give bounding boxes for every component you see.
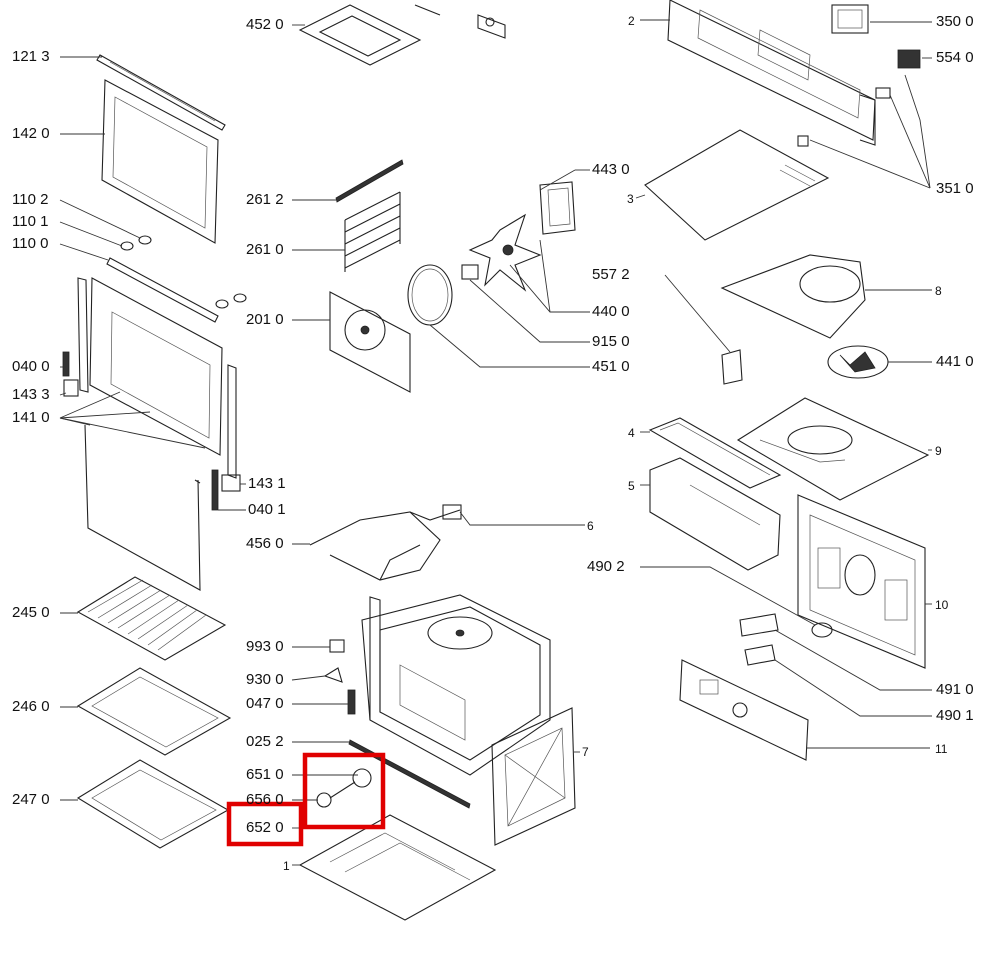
- highlight-part-number-6520: [226, 801, 304, 847]
- part-label-6: 6: [587, 519, 594, 533]
- part-label-1213: 121 3: [12, 48, 50, 65]
- right-hinge-part: [211, 469, 241, 511]
- outer-glass-part: [101, 79, 219, 244]
- part-label-8: 8: [935, 284, 942, 298]
- baking-tray-part: [76, 667, 232, 756]
- part-label-1102: 110 2: [12, 191, 49, 208]
- part-label-4400: 440 0: [592, 303, 630, 320]
- part-label-0470: 047 0: [246, 695, 284, 712]
- relay-part: [897, 49, 921, 69]
- part-label-3: 3: [627, 192, 634, 206]
- part-label-2: 2: [628, 14, 635, 28]
- part-label-6560: 656 0: [246, 791, 284, 808]
- part-label-5: 5: [628, 479, 635, 493]
- part-label-0400: 040 0: [12, 358, 50, 375]
- part-label-1410: 141 0: [12, 409, 50, 426]
- part-label-1: 1: [283, 859, 290, 873]
- wire-rack-part: [76, 576, 227, 661]
- thermostat-part: [477, 14, 506, 39]
- part-label-9930: 993 0: [246, 638, 284, 655]
- clip-part: [721, 349, 743, 385]
- part-label-2460: 246 0: [12, 698, 50, 715]
- part-label-1100: 110 0: [12, 235, 49, 252]
- fascia-panel-part: [679, 659, 809, 761]
- part-label-2610: 261 0: [246, 241, 284, 258]
- oven-cavity-part: [361, 594, 551, 776]
- part-label-4: 4: [628, 426, 635, 440]
- small-fittings-part: [323, 639, 471, 809]
- part-label-0252: 025 2: [246, 733, 284, 750]
- top-cover-part: [644, 129, 830, 241]
- part-label-4902: 490 2: [587, 558, 625, 575]
- washers-part: [120, 235, 247, 309]
- deep-tray-part: [76, 759, 230, 849]
- part-label-2470: 247 0: [12, 791, 50, 808]
- part-label-4901: 490 1: [936, 707, 974, 724]
- highlight-knob-group: [302, 752, 386, 830]
- part-label-4510: 451 0: [592, 358, 630, 375]
- part-label-11: 11: [935, 742, 948, 756]
- wiring-harness-part: [309, 504, 462, 581]
- part-label-4410: 441 0: [936, 353, 974, 370]
- rail-part: [335, 159, 404, 203]
- part-label-9150: 915 0: [592, 333, 630, 350]
- hinge-part: [62, 351, 79, 397]
- part-label-3500: 350 0: [936, 13, 974, 30]
- part-label-3510: 351 0: [936, 180, 974, 197]
- top-control-housing-part: [667, 0, 876, 146]
- base-plate-part: [736, 397, 930, 501]
- part-label-6510: 651 0: [246, 766, 284, 783]
- part-label-0401: 040 1: [248, 501, 286, 518]
- electronic-module-part: [831, 4, 869, 34]
- part-label-4430: 443 0: [592, 161, 630, 178]
- part-label-9: 9: [935, 444, 942, 458]
- fan-motor-part: [539, 181, 576, 235]
- switch-parts: [739, 613, 779, 666]
- part-label-7: 7: [582, 745, 589, 759]
- back-panel-part: [491, 707, 576, 846]
- part-label-2010: 201 0: [246, 311, 284, 328]
- part-label-9300: 930 0: [246, 671, 284, 688]
- shelf-guides-part: [344, 191, 401, 272]
- lamp-part: [797, 87, 891, 147]
- part-label-6520: 652 0: [246, 819, 284, 836]
- part-label-1433: 143 3: [12, 386, 50, 403]
- part-label-1420: 142 0: [12, 125, 50, 142]
- front-panel-frame-part: [797, 494, 926, 669]
- selector-knob-part: [811, 622, 833, 638]
- part-label-2450: 245 0: [12, 604, 50, 621]
- part-label-1101: 110 1: [12, 213, 49, 230]
- part-label-4910: 491 0: [936, 681, 974, 698]
- door-top-trim-part: [96, 54, 226, 131]
- cooling-fan-housing-part: [720, 254, 866, 339]
- fan-blade-part: [461, 213, 542, 292]
- grill-element-part: [298, 4, 441, 66]
- cooling-fan-part: [827, 345, 889, 379]
- part-label-1431: 143 1: [248, 475, 286, 492]
- part-label-2612: 261 2: [246, 191, 284, 208]
- inner-door-part: [77, 277, 237, 479]
- part-label-4520: 452 0: [246, 16, 284, 33]
- inner-glass-part: [84, 424, 201, 591]
- part-label-10: 10: [935, 598, 949, 612]
- fan-cover-part: [329, 291, 411, 393]
- part-label-5540: 554 0: [936, 49, 974, 66]
- ring-heater-part: [407, 264, 453, 326]
- part-label-5572: 557 2: [592, 266, 630, 283]
- bottom-plate-part: [298, 814, 497, 921]
- channel-part: [648, 417, 782, 489]
- part-label-4560: 456 0: [246, 535, 284, 552]
- side-bracket-part: [649, 457, 781, 571]
